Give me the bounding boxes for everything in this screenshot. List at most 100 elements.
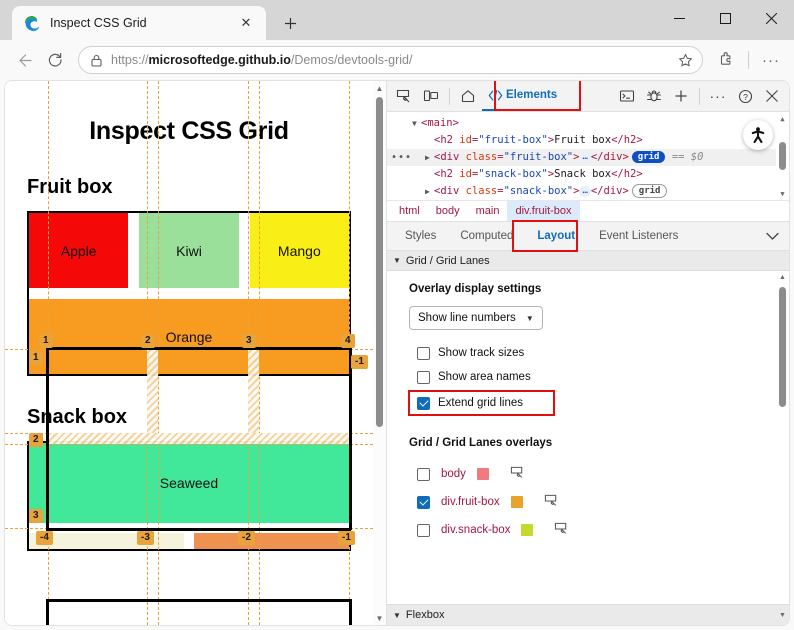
close-tab-icon[interactable]: ✕ — [240, 15, 252, 30]
checkbox-icon[interactable] — [417, 523, 430, 537]
checkbox-icon[interactable] — [417, 495, 430, 509]
new-tab-button[interactable] — [275, 8, 305, 38]
dom-tree-row[interactable]: <h2 id="fruit-box">Fruit box</h2> — [434, 134, 643, 146]
scrollbar-thumb[interactable] — [779, 142, 786, 170]
chevron-down-icon — [766, 232, 779, 240]
reload-button[interactable] — [40, 45, 70, 75]
devtools-more-button[interactable]: ··· — [709, 88, 727, 104]
tab-title: Inspect CSS Grid — [50, 16, 147, 30]
expand-triangle-icon[interactable]: ▶ — [425, 153, 430, 162]
checkbox-extend-grid-lines[interactable]: Extend grid lines — [408, 390, 776, 416]
overlay-name: div.snack-box — [441, 524, 511, 536]
puzzle-icon — [720, 52, 731, 65]
favorite-icon[interactable] — [674, 49, 696, 71]
overlay-row-fruit-box[interactable]: div.fruit-box — [417, 488, 776, 516]
snack-box-grid: Seaweed — [27, 441, 351, 551]
dom-tree-row[interactable]: •••▶<div class="fruit-box">…</div>grid =… — [387, 149, 789, 166]
extensions-button[interactable] — [711, 45, 741, 75]
color-swatch[interactable] — [521, 524, 534, 536]
overlay-row-body[interactable]: body — [417, 460, 776, 488]
tab-layout[interactable]: Layout — [537, 229, 576, 242]
section-grid-lanes-header[interactable]: ▼ Grid / Grid Lanes — [387, 251, 789, 271]
section-flexbox-label: Flexbox — [405, 609, 445, 621]
device-emulation-icon[interactable] — [418, 83, 444, 109]
breadcrumb-item-body[interactable]: body — [435, 204, 460, 217]
dom-tree: ▼<main> <h2 id="fruit-box">Fruit box</h2>… — [387, 112, 789, 200]
scroll-up-icon[interactable]: ▲ — [780, 114, 785, 123]
grid-cell-snack-3 — [194, 533, 349, 549]
tab-elements-label: Elements — [506, 89, 558, 101]
expand-triangle-icon[interactable]: ▶ — [425, 187, 430, 196]
close-window-button[interactable] — [748, 0, 794, 36]
breadcrumb-item-main[interactable]: main — [475, 204, 500, 217]
browser-settings-button[interactable]: ··· — [762, 51, 780, 69]
home-icon[interactable] — [455, 83, 481, 109]
layout-panel-body: Overlay display settings Show line numbe… — [387, 271, 789, 625]
devtools-toolbar: Elements — [387, 81, 789, 112]
grid-cell-seaweed: Seaweed — [29, 443, 349, 523]
browser-tab[interactable]: Inspect CSS Grid ✕ — [12, 6, 266, 40]
overlay-row-snack-box[interactable]: div.snack-box — [417, 516, 776, 544]
tab-elements[interactable]: Elements — [482, 82, 564, 111]
breadcrumb-item-fruit-box[interactable]: div.fruit-box — [507, 200, 580, 222]
tab-styles[interactable]: Styles — [405, 229, 437, 242]
minimize-button[interactable] — [656, 0, 702, 36]
dom-tree-row[interactable]: ▼<main> — [387, 115, 789, 132]
back-button[interactable] — [8, 45, 38, 75]
accessibility-icon[interactable] — [743, 120, 773, 150]
snack-box-heading: Snack box — [27, 406, 128, 428]
layout-panel-scrollbar[interactable]: ▲ — [776, 271, 789, 625]
color-swatch[interactable] — [476, 468, 489, 480]
plus-icon — [284, 17, 296, 29]
scroll-down-icon[interactable]: ▼ — [779, 611, 786, 619]
tab-event-listeners[interactable]: Event Listeners — [599, 229, 679, 242]
checkbox-show-track-sizes[interactable]: Show track sizes — [417, 341, 776, 365]
page-scrollbar[interactable]: ▲ ▼ — [373, 81, 386, 625]
help-icon[interactable]: ? — [732, 83, 758, 109]
inspect-element-icon[interactable] — [391, 83, 417, 109]
code-brackets-icon — [488, 89, 503, 101]
debug-bug-icon[interactable] — [641, 83, 667, 109]
checkbox-icon[interactable] — [417, 370, 430, 384]
dom-tree-row[interactable]: ▶<div class="snack-box">…</div>grid — [387, 183, 789, 200]
overlay-name: body — [441, 468, 466, 480]
tab-computed[interactable]: Computed — [460, 229, 514, 242]
checkbox-label: Show track sizes — [438, 347, 525, 359]
panel-tabs-overflow-icon[interactable] — [766, 232, 779, 241]
line-numbers-select-value: Show line numbers — [418, 312, 516, 324]
console-icon[interactable] — [614, 83, 640, 109]
scroll-down-icon[interactable]: ▼ — [375, 613, 384, 623]
scroll-down-icon[interactable]: ▼ — [780, 189, 785, 198]
chevron-down-icon: ▼ — [525, 313, 534, 323]
scroll-up-icon[interactable]: ▲ — [375, 83, 384, 93]
section-flexbox-header[interactable]: ▼ Flexbox ▼ — [387, 604, 789, 625]
color-swatch[interactable] — [510, 496, 523, 508]
scrollbar-thumb[interactable] — [779, 287, 786, 407]
dom-tree-row[interactable]: <h2 id="snack-box">Snack box</h2> — [434, 168, 643, 180]
show-overlay-icon[interactable] — [544, 493, 559, 511]
dom-tree-scrollbar[interactable]: ▲ ▼ — [776, 112, 789, 200]
address-bar[interactable]: https://microsoftedge.github.io/Demos/de… — [78, 46, 703, 74]
overlay-display-settings-label: Overlay display settings — [409, 283, 542, 295]
scroll-up-icon[interactable]: ▲ — [779, 274, 786, 281]
grid-cell-snack-2 — [29, 533, 184, 549]
maximize-button[interactable] — [702, 0, 748, 36]
checkbox-icon[interactable] — [417, 346, 430, 360]
show-overlay-icon[interactable] — [510, 465, 525, 483]
line-numbers-select[interactable]: Show line numbers ▼ — [409, 306, 543, 330]
scrollbar-thumb[interactable] — [376, 97, 383, 427]
divider — [748, 51, 749, 69]
checkbox-show-area-names[interactable]: Show area names — [417, 365, 776, 389]
arrow-left-icon — [18, 53, 32, 67]
show-overlay-icon[interactable] — [554, 521, 569, 539]
checkbox-icon[interactable] — [417, 396, 430, 410]
checkbox-icon[interactable] — [417, 467, 430, 481]
expand-triangle-icon[interactable]: ▼ — [412, 119, 417, 128]
breadcrumb-item-html[interactable]: html — [399, 204, 420, 217]
close-devtools-icon[interactable] — [759, 83, 785, 109]
edge-logo-icon — [24, 15, 41, 32]
row-menu-icon[interactable]: ••• — [391, 152, 413, 163]
add-tool-button[interactable] — [668, 83, 694, 109]
reload-icon — [48, 53, 62, 67]
